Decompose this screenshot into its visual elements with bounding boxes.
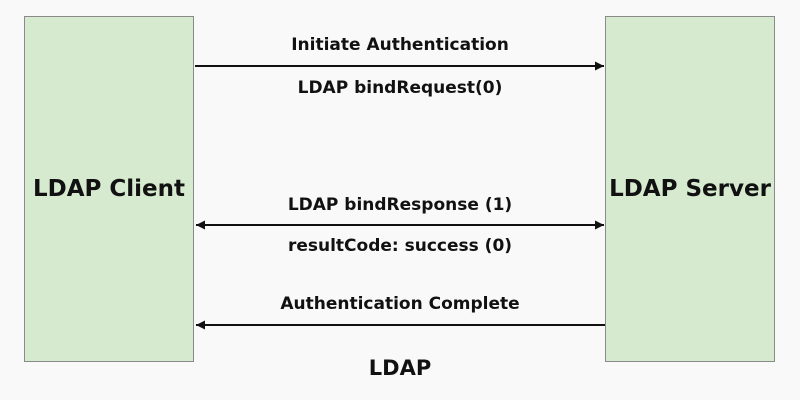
authentication-complete-label: Authentication Complete <box>280 294 520 314</box>
ldap-server-label: LDAP Server <box>609 176 771 202</box>
initiate-authentication-label: Initiate Authentication <box>291 35 509 55</box>
bind-response-label: LDAP bindResponse (1) <box>287 195 513 215</box>
ldap-client-label: LDAP Client <box>32 176 186 202</box>
ldap-server-box: LDAP Server <box>605 16 775 362</box>
result-code-label: resultCode: success (0) <box>287 236 513 256</box>
diagram-caption: LDAP <box>368 356 432 380</box>
bind-request-label: LDAP bindRequest(0) <box>297 78 503 98</box>
ldap-client-box: LDAP Client <box>24 16 194 362</box>
